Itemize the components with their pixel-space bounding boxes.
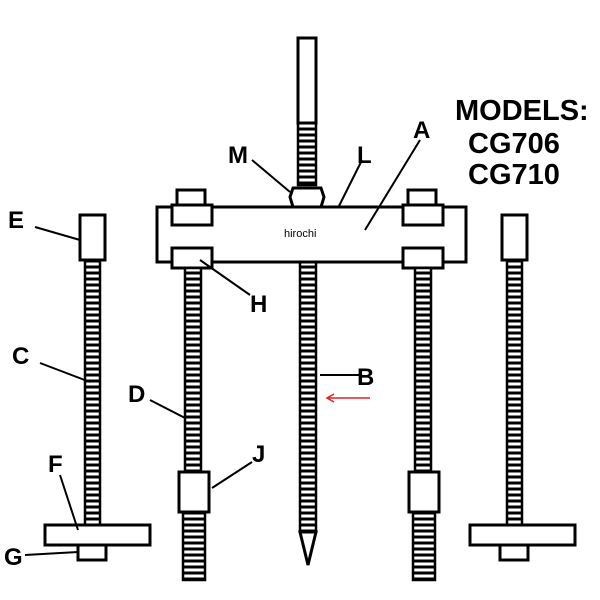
label-b: B — [357, 364, 374, 391]
label-m: M — [228, 142, 248, 169]
model-cg710: CG710 — [468, 159, 560, 191]
outer-leg-left — [43, 213, 152, 562]
label-j: J — [252, 441, 265, 468]
label-d: D — [128, 381, 145, 408]
hex-nut-m — [288, 186, 326, 209]
label-c: C — [12, 343, 29, 370]
model-cg706: CG706 — [468, 128, 560, 160]
red-arrow — [325, 393, 370, 403]
outer-leg-right — [468, 213, 577, 562]
models-heading: MODELS: — [455, 95, 589, 127]
inner-leg-left — [177, 266, 211, 582]
crossbar — [155, 188, 468, 270]
forcing-screw — [288, 36, 326, 566]
label-l: L — [357, 142, 372, 169]
label-a: A — [413, 117, 430, 144]
watermark: hirochi — [284, 228, 316, 240]
label-e: E — [8, 207, 24, 234]
label-h: H — [250, 291, 267, 318]
label-g: G — [4, 544, 23, 571]
leader-lines — [24, 139, 421, 556]
inner-leg-right — [407, 266, 441, 582]
label-f: F — [48, 451, 63, 478]
